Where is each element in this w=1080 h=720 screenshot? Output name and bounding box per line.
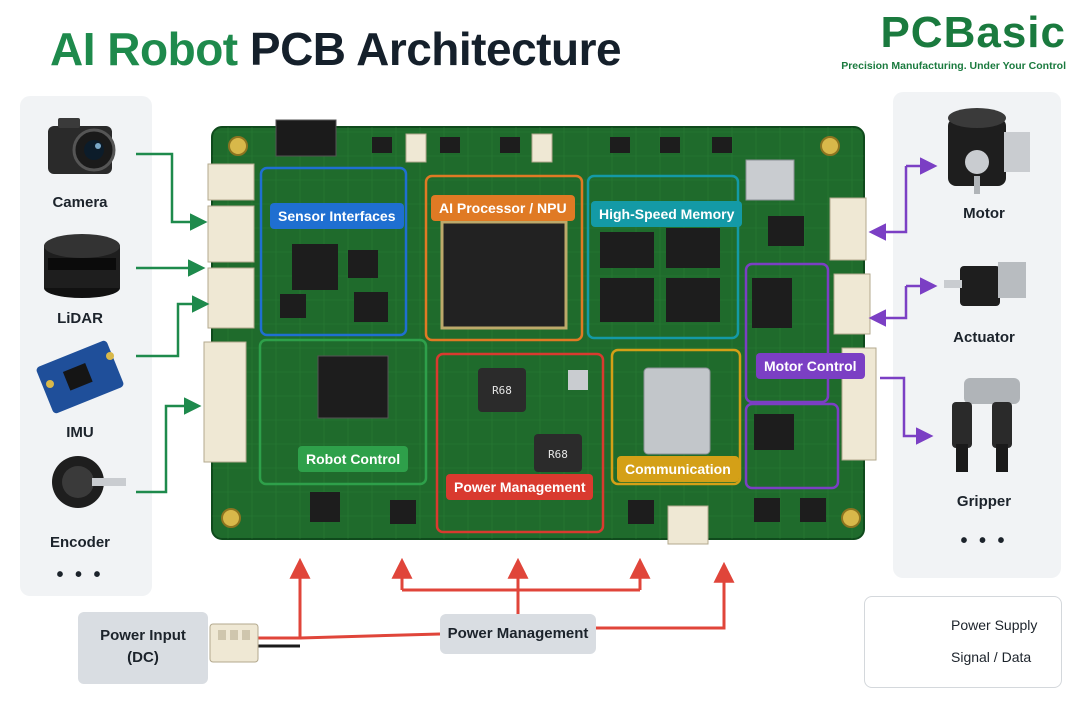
zone-high-speed-memory: [586, 174, 740, 340]
signal-arrows: [136, 152, 210, 494]
zone-label-communication: Communication: [617, 456, 739, 482]
sensor-label-imu: IMU: [66, 424, 94, 441]
zone-sensor-interfaces: [259, 166, 408, 337]
lidar-icon: [44, 234, 120, 298]
sensor-panel: [20, 96, 152, 596]
zone-label-ai-processor: AI Processor / NPU: [431, 195, 575, 221]
encoder-icon: [52, 456, 126, 508]
sensor-label-encoder: Encoder: [49, 534, 110, 551]
inductor-marking-1: R68: [492, 384, 512, 397]
legend-power-label: Power Supply: [951, 617, 1038, 633]
zone-power-management: R68 R68: [435, 352, 605, 534]
zone-label-sensor-interfaces: Sensor Interfaces: [270, 203, 404, 229]
sensors-more: • • •: [56, 564, 104, 586]
power-input-line2: (DC): [127, 649, 159, 666]
page-title: AI Robot PCB Architecture: [50, 22, 622, 76]
zone-motor-control: [744, 262, 840, 490]
motor-icon: [948, 108, 1030, 194]
actuators-more: • • •: [960, 530, 1008, 552]
brand-tagline: Precision Manufacturing. Under Your Cont…: [841, 60, 1066, 72]
inductor-marking-2: R68: [548, 448, 568, 461]
power-lines: [258, 557, 735, 640]
sensor-label-camera: Camera: [52, 194, 108, 211]
zone-ai-processor: [424, 174, 584, 342]
zone-robot-control: [258, 338, 428, 486]
title-rest: PCB Architecture: [249, 23, 622, 75]
gripper-icon: [952, 378, 1020, 472]
power-input-line1: Power Input: [100, 627, 186, 644]
actuator-icon: [944, 262, 1026, 306]
actuator-label-motor: Motor: [963, 205, 1005, 222]
imu-icon: [36, 340, 124, 414]
power-connector: [209, 623, 259, 663]
power-input-box: Power Input (DC): [78, 612, 208, 684]
brand-logo: PCBasic Precision Manufacturing. Under Y…: [841, 8, 1066, 72]
zone-label-robot-control: Robot Control: [298, 446, 409, 472]
actuator-label-gripper: Gripper: [956, 493, 1012, 510]
camera-icon: [48, 118, 116, 174]
title-highlight: AI Robot: [50, 23, 238, 75]
zone-label-high-speed-memory: High-Speed Memory: [591, 201, 743, 227]
actuator-label-actuator: Actuator: [953, 329, 1015, 346]
actuator-arrows: [868, 157, 938, 445]
legend: Power Supply Signal / Data: [864, 596, 1062, 688]
zone-label-motor-control: Motor Control: [756, 353, 865, 379]
brand-name: PCBasic: [880, 8, 1066, 57]
zone-label-power-management: Power Management: [446, 474, 594, 500]
power-management-box: Power Management: [440, 614, 596, 654]
sensor-label-lidar: LiDAR: [57, 310, 103, 327]
legend-signal-label: Signal / Data: [951, 649, 1032, 665]
zone-communication: [610, 348, 742, 486]
